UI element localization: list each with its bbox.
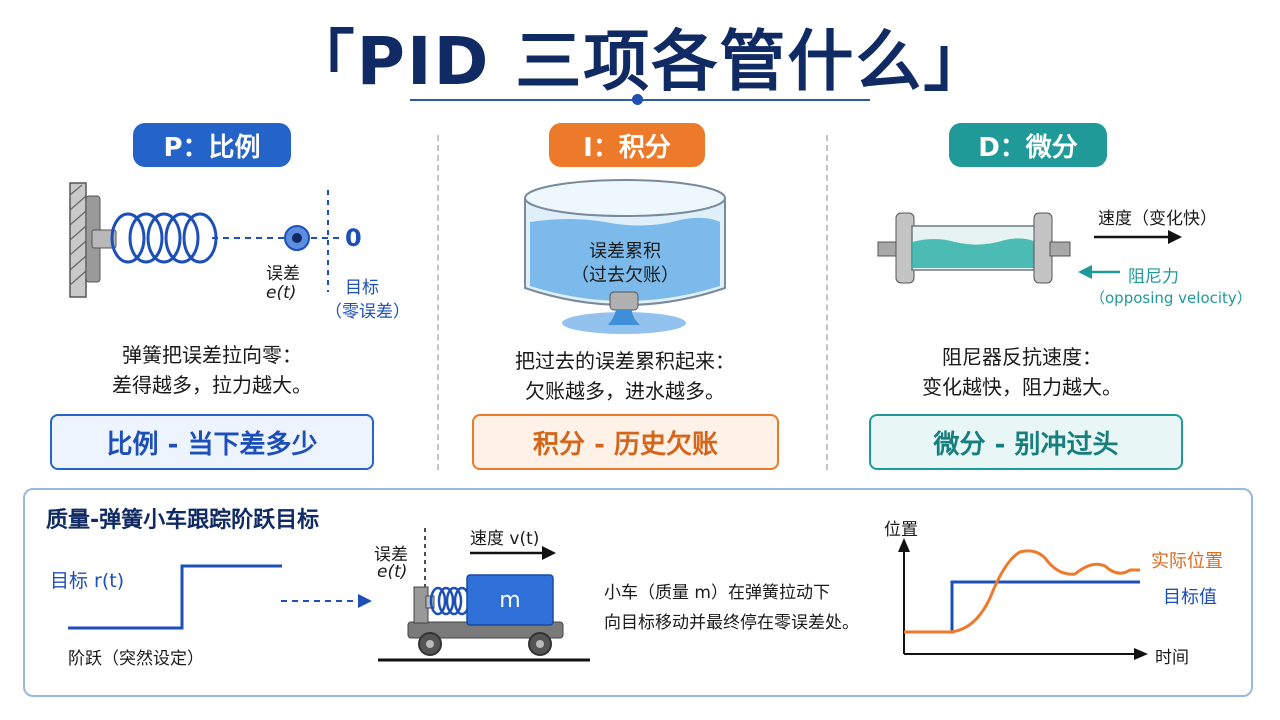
zero-label: 0 — [345, 224, 362, 252]
cart-speed-label: 速度 v(t) — [470, 529, 540, 549]
p-desc-line2: 差得越多，拉力越大。 — [112, 373, 312, 397]
graph-x-label: 时间 — [1155, 648, 1189, 668]
title-underline-dot — [632, 94, 643, 105]
step-label: 阶跃（突然设定） — [68, 649, 204, 669]
d-pill: D：微分 — [949, 123, 1107, 167]
i-desc-line1: 把过去的误差累积起来： — [515, 349, 735, 373]
speed-label: 速度（变化快） — [1098, 209, 1217, 229]
response-graph — [898, 538, 1148, 660]
target-sublabel: （零误差） — [325, 302, 410, 322]
target-signal-label: 目标 r(t) — [50, 570, 125, 592]
spring-diagram — [69, 182, 340, 298]
column-divider-left — [437, 135, 439, 470]
bottom-heading: 质量-弹簧小车跟踪阶跃目标 — [46, 508, 320, 533]
d-desc-line1: 阻尼器反抗速度： — [942, 345, 1102, 369]
d-summary: 微分 - 别冲过头 — [869, 414, 1183, 470]
graph-y-label: 位置 — [884, 520, 918, 540]
d-desc-line2: 变化越快，阻力越大。 — [922, 375, 1122, 399]
target-value-label: 目标值 — [1163, 587, 1217, 608]
damping-label: 阻尼力 — [1128, 267, 1179, 287]
target-label: 目标 — [345, 278, 379, 298]
p-desc-line1: 弹簧把误差拉向零： — [122, 343, 302, 367]
p-summary: 比例 - 当下差多少 — [50, 414, 374, 470]
damper-diagram — [877, 212, 1182, 284]
column-divider-right — [826, 135, 828, 470]
mass-spring-cart-diagram — [378, 528, 590, 662]
error-label: 误差 — [266, 264, 300, 284]
actual-position-label: 实际位置 — [1151, 551, 1223, 572]
tank-label-line1: 误差累积 — [589, 241, 661, 262]
i-description: 把过去的误差累积起来： 欠账越多，进水越多。 — [465, 346, 785, 406]
cart-error-label: 误差 — [374, 545, 408, 565]
bottom-description: 小车（质量 m）在弹簧拉动下 向目标移动并最终停在零误差处。 — [604, 578, 859, 638]
bottom-panel — [23, 488, 1253, 697]
p-pill: P：比例 — [133, 123, 291, 167]
mass-label: m — [499, 588, 521, 613]
d-description: 阻尼器反抗速度： 变化越快，阻力越大。 — [862, 342, 1182, 402]
page-title: 「PID 三项各管什么」 — [288, 23, 992, 100]
i-pill: I：积分 — [549, 123, 705, 167]
tank-label: 误差累积 （过去欠账） — [525, 240, 725, 288]
error-variable: e(t) — [266, 283, 297, 303]
bottom-desc-line1: 小车（质量 m）在弹簧拉动下 — [604, 583, 830, 603]
bottom-desc-line2: 向目标移动并最终停在零误差处。 — [604, 613, 859, 633]
tank-label-line2: （过去欠账） — [571, 265, 679, 286]
p-description: 弹簧把误差拉向零： 差得越多，拉力越大。 — [50, 340, 374, 400]
i-desc-line2: 欠账越多，进水越多。 — [525, 379, 725, 403]
water-tank-diagram — [524, 179, 726, 334]
i-summary: 积分 - 历史欠账 — [472, 414, 779, 470]
damping-sublabel: （opposing velocity） — [1090, 289, 1252, 307]
cart-error-variable: e(t) — [377, 562, 408, 582]
step-signal-diagram — [68, 564, 372, 630]
